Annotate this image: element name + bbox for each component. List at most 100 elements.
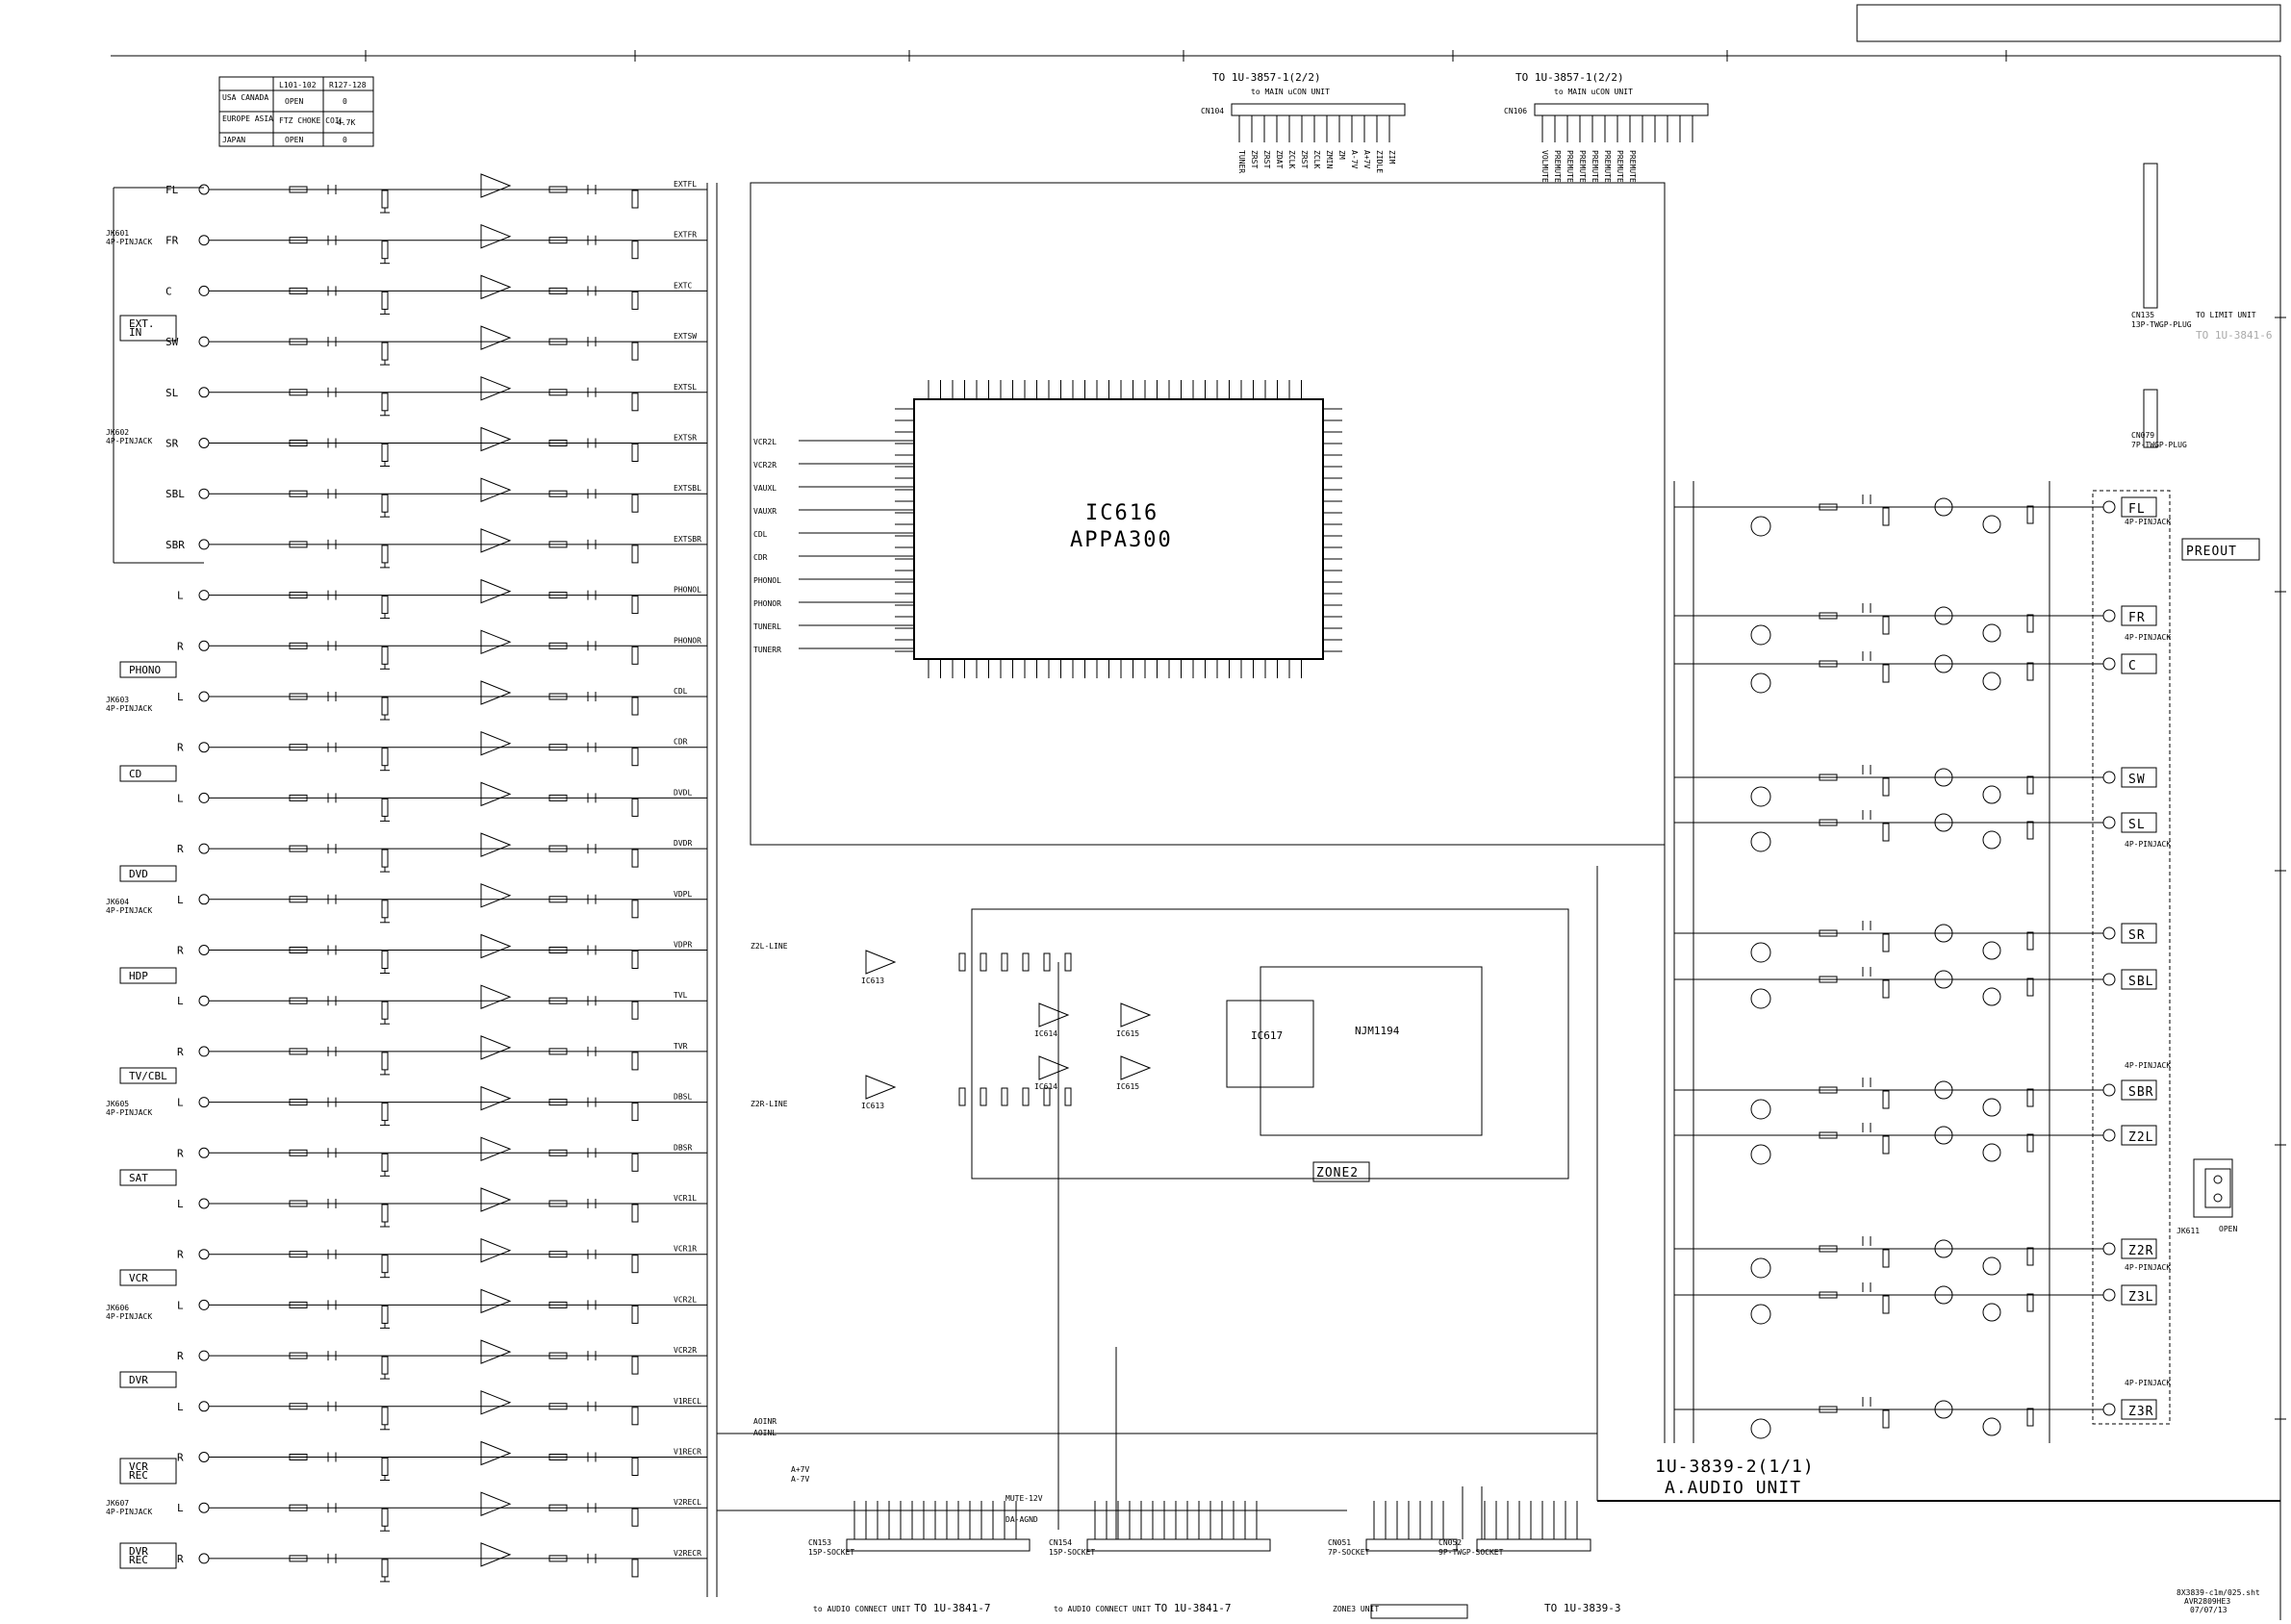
connector-body [1231, 103, 1406, 116]
ic-input-label: VAUXL [753, 484, 776, 493]
connector-pin-label: ZCLK [1287, 150, 1296, 168]
channel-pin-label: SW [165, 336, 179, 348]
lr-label: R [177, 945, 184, 957]
resistor [958, 1087, 966, 1106]
signal-label: VCR2R [674, 1346, 697, 1355]
resistor [289, 1301, 308, 1308]
resistor [289, 744, 308, 751]
ic617-ref: IC617 [1251, 1029, 1283, 1042]
connector-sub-label: to MAIN uCON UNIT [1554, 88, 1633, 96]
resistor [548, 1403, 568, 1410]
connector-pin-label: PREMUTE [1553, 150, 1562, 183]
resistor [1882, 933, 1890, 952]
transistor-symbol [1750, 1418, 1771, 1439]
lr-label: L [177, 1097, 184, 1109]
resistor [381, 1508, 389, 1527]
connector-pin-label: PREMUTE [1628, 150, 1637, 183]
resistor [631, 748, 639, 767]
resistor [2026, 662, 2034, 681]
signal-label: EXTFR [674, 231, 697, 240]
resistor [548, 440, 568, 446]
source-label: EXT.IN [129, 317, 155, 339]
preout-label: Z3R [2128, 1405, 2153, 1419]
resistor [381, 1103, 389, 1122]
resistor [631, 849, 639, 868]
connector-pin-label: ZCLK [1312, 150, 1321, 168]
resistor [548, 997, 568, 1004]
unit-subtitle: A.AUDIO UNIT [1665, 1478, 1801, 1498]
jack-pin [198, 1401, 210, 1412]
resistor [548, 490, 568, 497]
jack-pin [198, 1097, 210, 1108]
resistor [1064, 1087, 1072, 1106]
resistor [631, 1508, 639, 1527]
opamp-symbol [480, 376, 512, 401]
z2l-line-label: Z2L-LINE [751, 942, 788, 951]
signal-label: V1RECL [674, 1397, 701, 1406]
resistor [548, 1555, 568, 1562]
ic616-ref: IC616 [1085, 501, 1158, 525]
preout-pin [2102, 1083, 2116, 1097]
preout-label-box [2121, 969, 2157, 990]
connector-pin-label: ZRST [1300, 150, 1309, 168]
resistor [548, 389, 568, 396]
resistor [289, 794, 308, 801]
preout-title-text: PREOUT [2186, 545, 2237, 559]
minus7-label: A-7V [791, 1475, 809, 1484]
resistor [631, 1153, 639, 1172]
lr-label: R [177, 742, 184, 754]
resistor [289, 490, 308, 497]
lr-label: L [177, 1198, 184, 1210]
transistor-symbol [1982, 1098, 2001, 1117]
resistor [289, 1251, 308, 1258]
transistor-symbol [1750, 516, 1771, 537]
connector-pins: 7P-SOCKET [1328, 1548, 1370, 1557]
resistor [548, 642, 568, 649]
transistor-symbol [1982, 515, 2001, 534]
signal-label: DVDL [674, 788, 692, 797]
lr-label: L [177, 1299, 184, 1311]
resistor [548, 794, 568, 801]
opamp-symbol [480, 1035, 512, 1060]
preout-label-box [2121, 812, 2157, 833]
opamp-symbol [480, 426, 512, 452]
resistor [2026, 614, 2034, 633]
jack-pin [198, 1299, 210, 1310]
source-label-box [119, 1269, 177, 1286]
opamp-symbol [480, 274, 512, 300]
jk611-ref: JK611 [2176, 1227, 2200, 1235]
jack-pin [198, 1198, 210, 1209]
jk611-jack: JK611 OPEN [2176, 1158, 2237, 1235]
connector-pin-label: ZIM [1387, 150, 1396, 165]
channel-pin-label: FR [165, 235, 179, 247]
resistor [548, 541, 568, 548]
preout-amp-stages [1673, 481, 2069, 1443]
resistor [289, 186, 308, 193]
resistor [2026, 821, 2034, 840]
resistor [289, 845, 308, 852]
footer-model: AVR2809HE3 [2184, 1597, 2230, 1606]
connector-to2-label: TO 1U-3839-3 [1544, 1602, 1620, 1614]
cn079-pins: 7P-TWGP-PLUG [2131, 441, 2187, 449]
connector-pin-label: PREMUTE [1616, 150, 1624, 183]
resistor [631, 1458, 639, 1476]
lr-label: L [177, 792, 184, 804]
connector-to2-label: TO 1U-3841-7 [914, 1602, 990, 1614]
resistor [289, 1504, 308, 1511]
region-row-3-r: 0 [343, 136, 347, 144]
resistor [631, 951, 639, 969]
connector-pin-label: ZRST [1250, 150, 1259, 168]
transistor-symbol [1750, 672, 1771, 694]
ic616-chip: IC616 APPA300 [913, 398, 1324, 660]
resistor [381, 494, 389, 513]
source-label-box [119, 1458, 177, 1484]
source-label-box [119, 967, 177, 984]
connector-ref: CN051 [1328, 1538, 1351, 1547]
resistor [2026, 775, 2034, 795]
zone2-ic-ref: IC613 [861, 977, 884, 985]
ic-input-label: TUNERL [753, 622, 781, 631]
opamp-symbol [865, 1075, 897, 1100]
ic-input-label: VAUXR [753, 507, 776, 516]
transistor-symbol [1982, 830, 2001, 850]
